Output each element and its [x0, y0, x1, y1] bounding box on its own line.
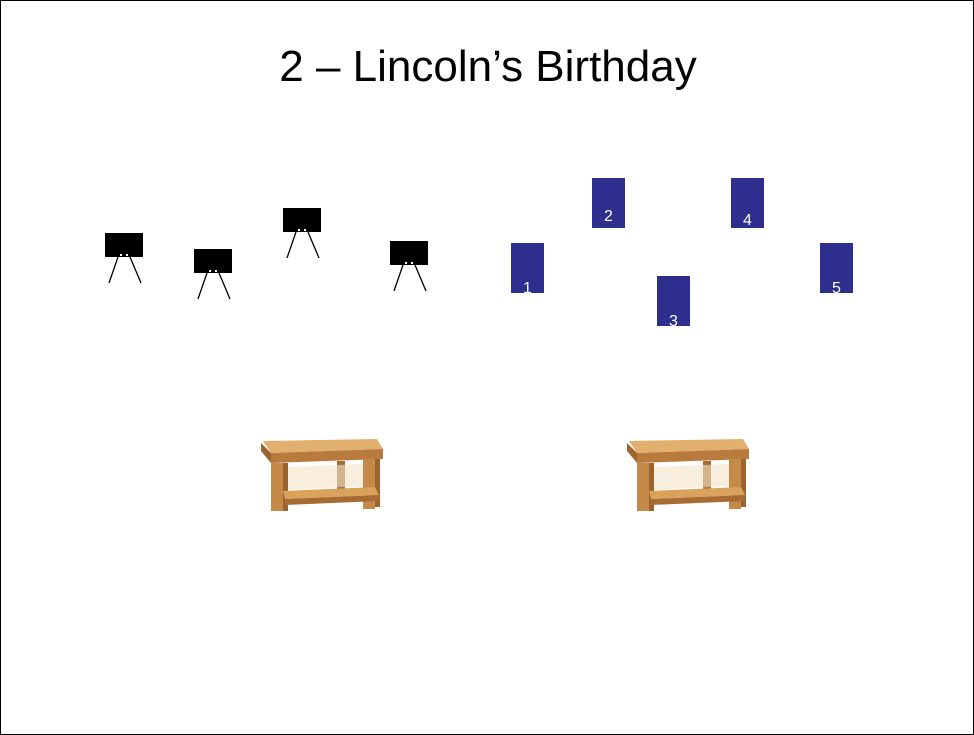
position-marker-5: 5 [820, 243, 853, 293]
camera-icon [390, 241, 430, 291]
position-marker-2: 2 [592, 178, 625, 228]
marker-label: 3 [657, 312, 690, 326]
marker-label: 4 [731, 211, 764, 228]
position-marker-4: 4 [731, 178, 764, 228]
camera-icon [194, 249, 234, 299]
wooden-table-image [257, 437, 385, 515]
camera-icon [283, 208, 323, 258]
camera-icon [105, 233, 145, 283]
slide-title: 2 – Lincoln’s Birthday [1, 41, 974, 94]
position-marker-3: 3 [657, 276, 690, 326]
wooden-table-image [623, 437, 751, 515]
marker-label: 2 [592, 207, 625, 227]
position-marker-1: 1 [511, 243, 544, 293]
marker-label: 5 [820, 279, 853, 293]
marker-label: 1 [511, 279, 544, 293]
